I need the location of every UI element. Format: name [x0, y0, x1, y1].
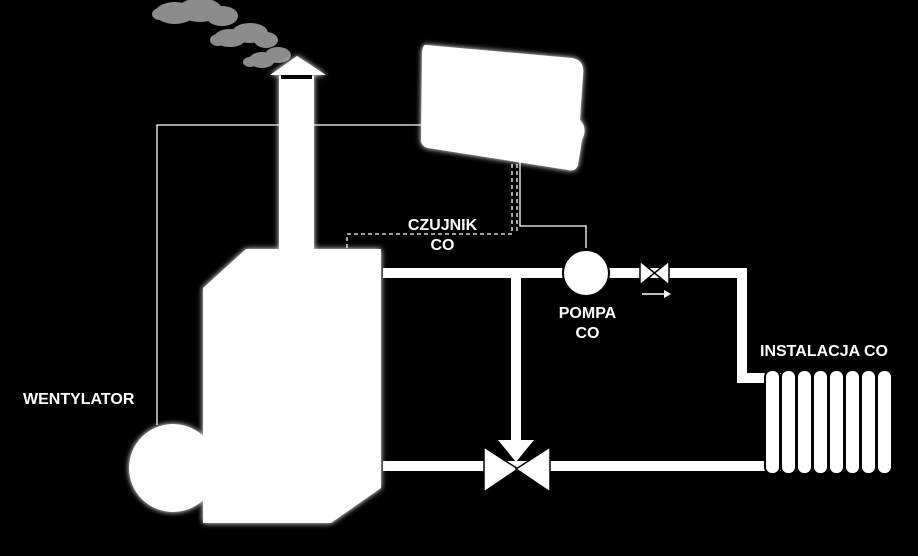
pump-label-line2: CO [575, 325, 600, 342]
sensor-label-line1: CZUJNIK [407, 217, 478, 234]
sensor-label: CZUJNIK CO [395, 216, 490, 256]
pump-label-line1: POMPA [558, 305, 617, 322]
sensor-label-line2: CO [430, 237, 455, 254]
pump-label: POMPA CO [545, 304, 630, 344]
fan-label: WENTYLATOR [23, 391, 135, 408]
pump-control-wire [519, 157, 587, 248]
flow-arrow-down [498, 440, 534, 462]
smoke-icon [152, 0, 291, 68]
installation-label: INSTALACJA CO [760, 343, 888, 360]
sensor-wire [346, 157, 513, 248]
fan-icon [129, 424, 217, 512]
check-valve-icon [639, 259, 671, 298]
controller-icon [420, 44, 585, 171]
pump-icon [562, 249, 610, 297]
three-way-valve-icon [483, 445, 551, 494]
fan-control-wire [156, 124, 425, 425]
radiator-icon [764, 369, 893, 475]
boiler-icon [203, 249, 381, 523]
chimney-icon [270, 56, 326, 251]
pipes [383, 268, 790, 471]
